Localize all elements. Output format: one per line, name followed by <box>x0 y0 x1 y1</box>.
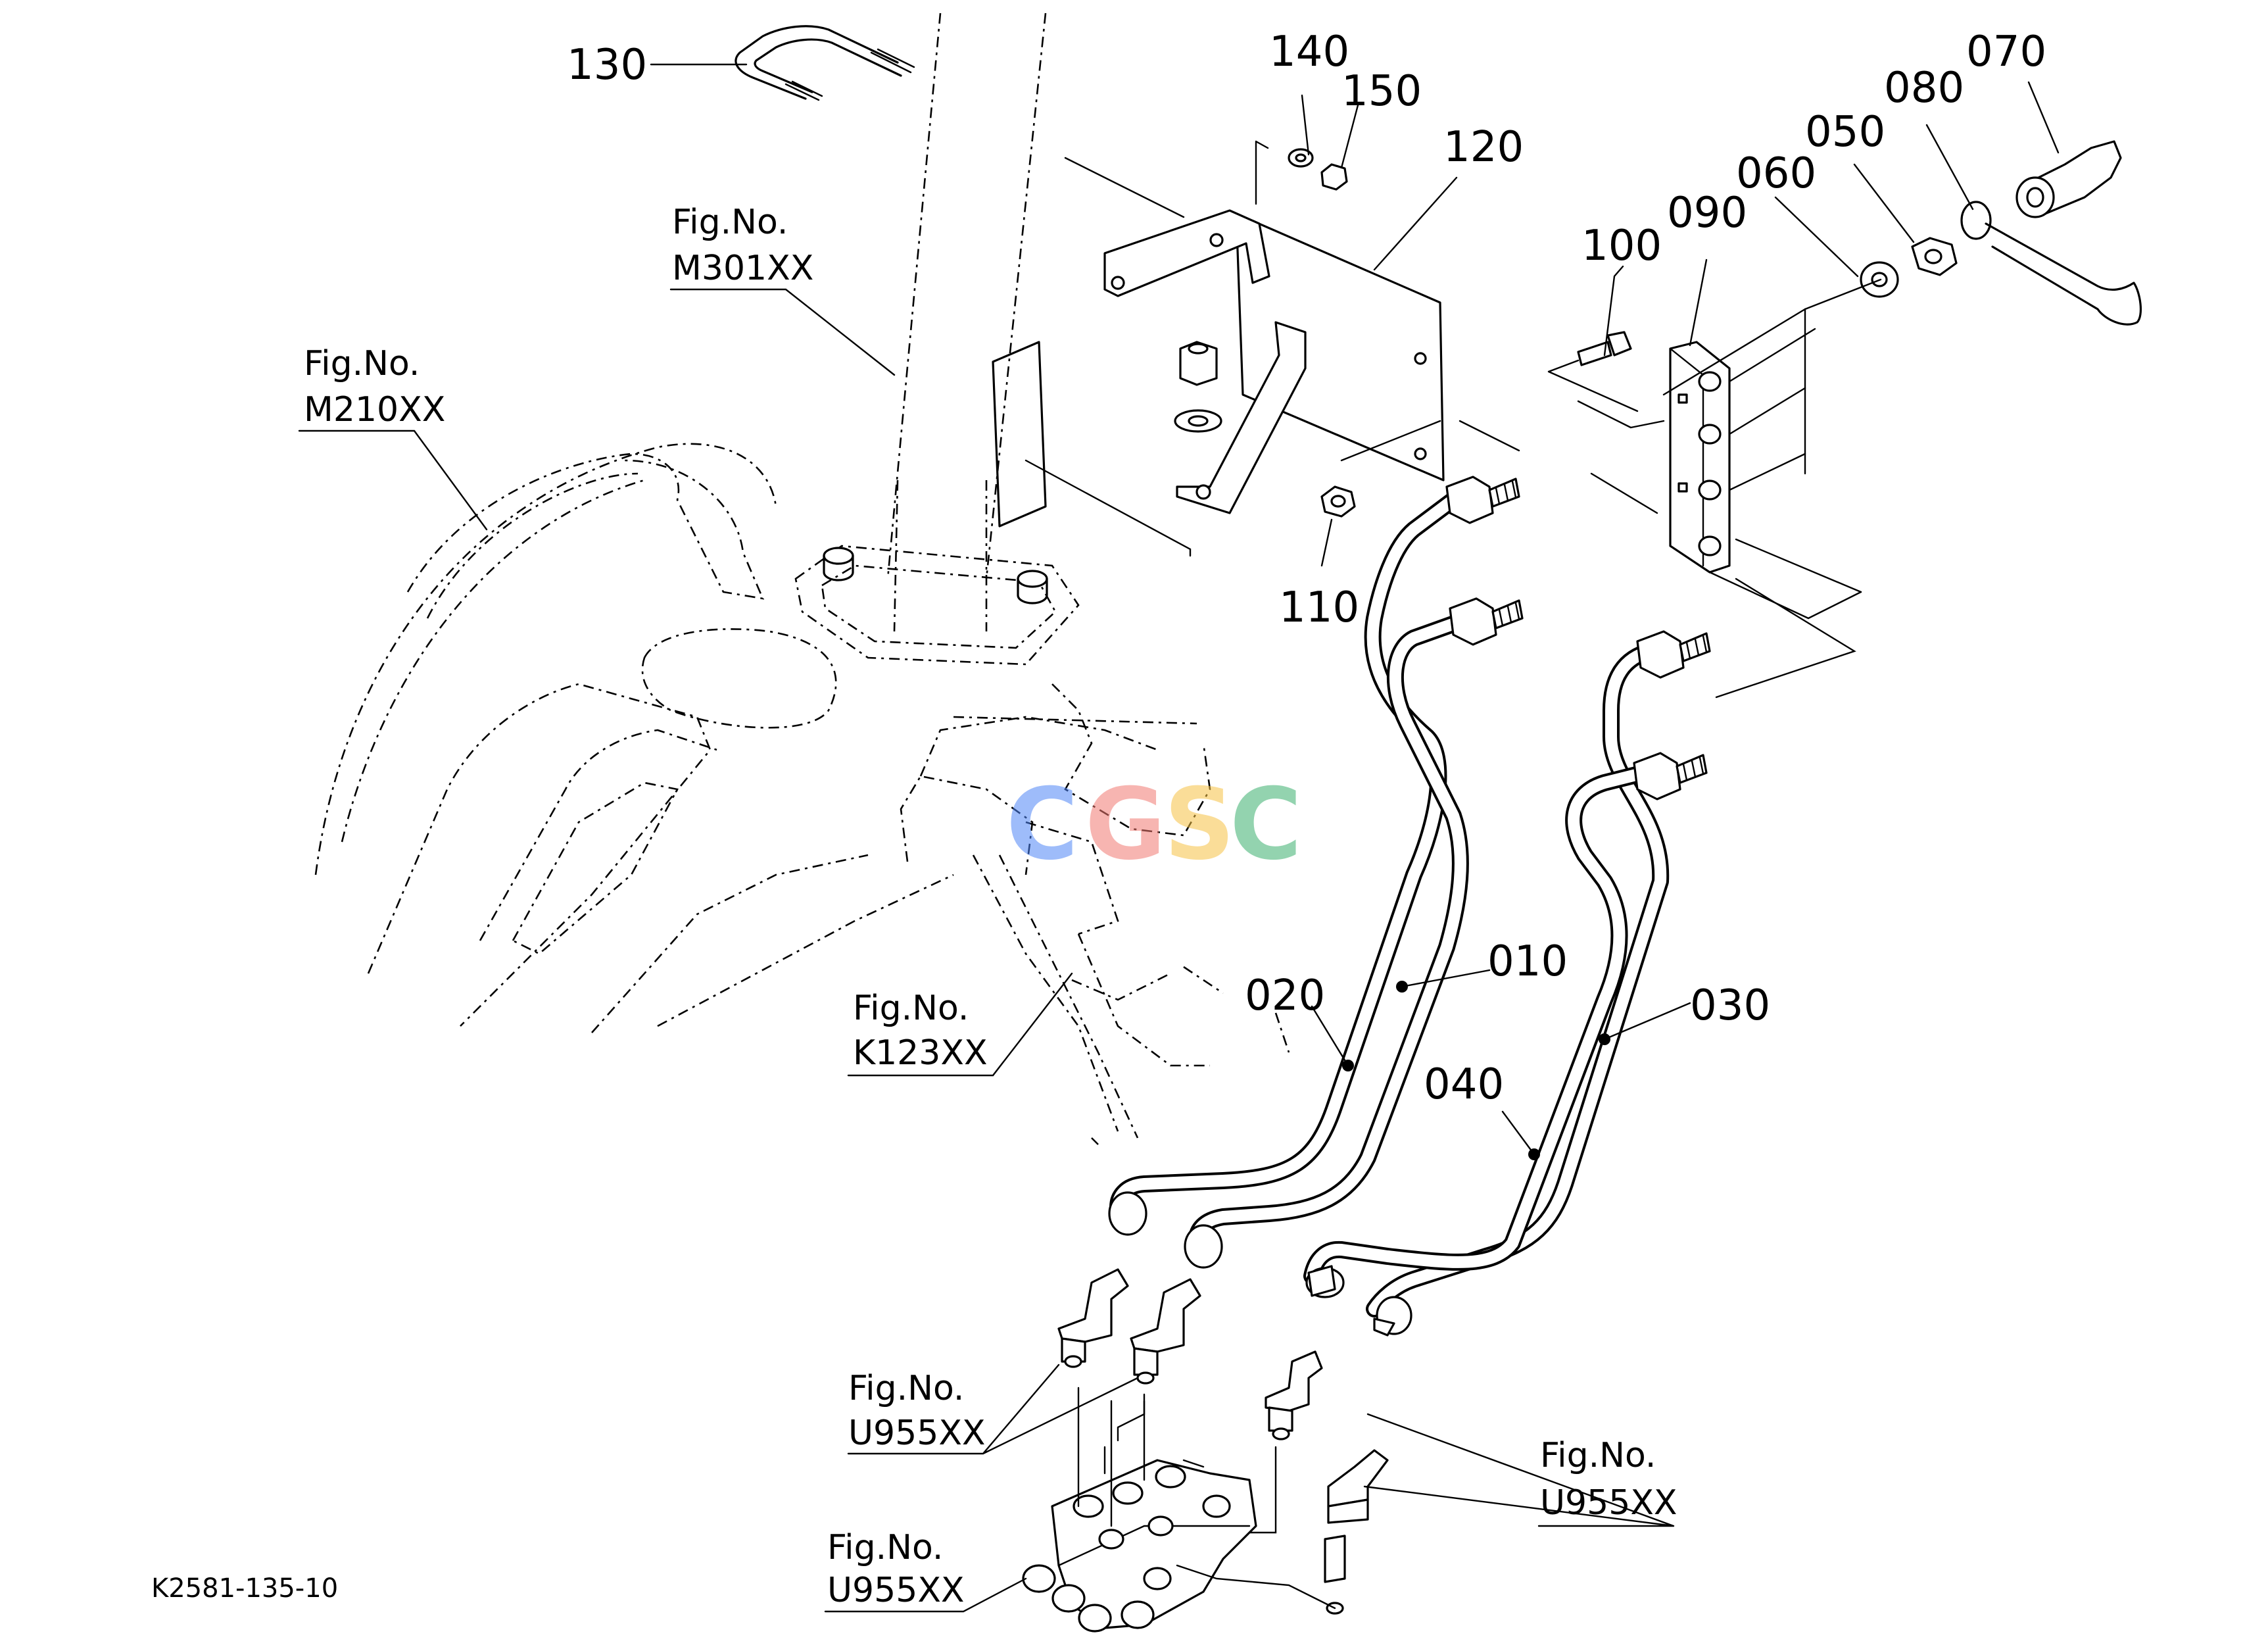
callout-110: 110 <box>1279 583 1359 632</box>
callout-050: 050 <box>1805 108 1885 157</box>
svg-text:M210XX: M210XX <box>304 390 445 430</box>
bracket-plate <box>1103 209 1445 518</box>
callout-120: 120 <box>1443 123 1524 172</box>
figure-references: Fig.No. M301XX Fig.No. M210XX Fig.No. K1… <box>304 203 1677 1610</box>
fig-ref-k123: Fig.No. K123XX <box>853 989 988 1073</box>
callout-100: 100 <box>1581 222 1662 270</box>
svg-text:K123XX: K123XX <box>853 1033 988 1073</box>
svg-text:Fig.No.: Fig.No. <box>304 344 420 383</box>
svg-text:U955XX: U955XX <box>848 1413 986 1453</box>
callout-030: 030 <box>1690 981 1770 1030</box>
callout-060: 060 <box>1736 149 1816 198</box>
callout-090: 090 <box>1667 189 1747 237</box>
washer-and-nut <box>1288 148 1348 191</box>
fig-ref-m210: Fig.No. M210XX <box>304 344 445 430</box>
callout-070: 070 <box>1966 28 2046 76</box>
callout-040: 040 <box>1424 1060 1504 1109</box>
coupler-block <box>1577 331 1731 574</box>
fig-ref-m301: Fig.No. M301XX <box>672 203 813 288</box>
callout-140: 140 <box>1269 28 1349 76</box>
fig-ref-u955-a: Fig.No. U955XX <box>848 1369 986 1453</box>
pipes <box>1109 491 1670 1317</box>
fig-ref-u955-c: Fig.No. U955XX <box>827 1528 965 1610</box>
fig-ref-u955-b: Fig.No. U955XX <box>1540 1436 1677 1523</box>
callout-130: 130 <box>567 41 647 89</box>
explode-lines <box>1025 140 1882 699</box>
svg-text:Fig.No.: Fig.No. <box>827 1528 943 1567</box>
u-bolt <box>735 25 915 101</box>
watermark-logo: C G S C <box>1006 768 1302 882</box>
svg-text:U955XX: U955XX <box>827 1571 965 1610</box>
callout-080: 080 <box>1884 64 1964 112</box>
svg-text:M301XX: M301XX <box>672 249 813 288</box>
callout-010: 010 <box>1487 937 1568 986</box>
callout-150: 150 <box>1341 67 1422 116</box>
watermark-letter: S <box>1164 768 1235 882</box>
svg-text:U955XX: U955XX <box>1540 1483 1677 1523</box>
column-studs <box>823 341 1048 604</box>
coupler-fittings <box>1860 140 2142 326</box>
svg-text:Fig.No.: Fig.No. <box>848 1369 964 1408</box>
control-valve <box>1022 1387 1336 1633</box>
leader-lines <box>298 63 2060 1613</box>
callout-020: 020 <box>1245 971 1325 1020</box>
elbow-fittings <box>1057 1265 1389 1615</box>
svg-text:Fig.No.: Fig.No. <box>1540 1436 1656 1475</box>
tractor-context-outline <box>314 12 1290 1145</box>
callout-labels: 010 020 030 040 050 060 070 080 090 100 … <box>567 28 2046 1109</box>
svg-text:Fig.No.: Fig.No. <box>672 203 788 242</box>
svg-text:Fig.No.: Fig.No. <box>853 989 969 1028</box>
watermark-letter: G <box>1085 768 1166 882</box>
drawing-number: K2581-135-10 <box>151 1573 338 1604</box>
watermark-letter: C <box>1006 768 1078 882</box>
watermark-letter: C <box>1230 768 1302 882</box>
